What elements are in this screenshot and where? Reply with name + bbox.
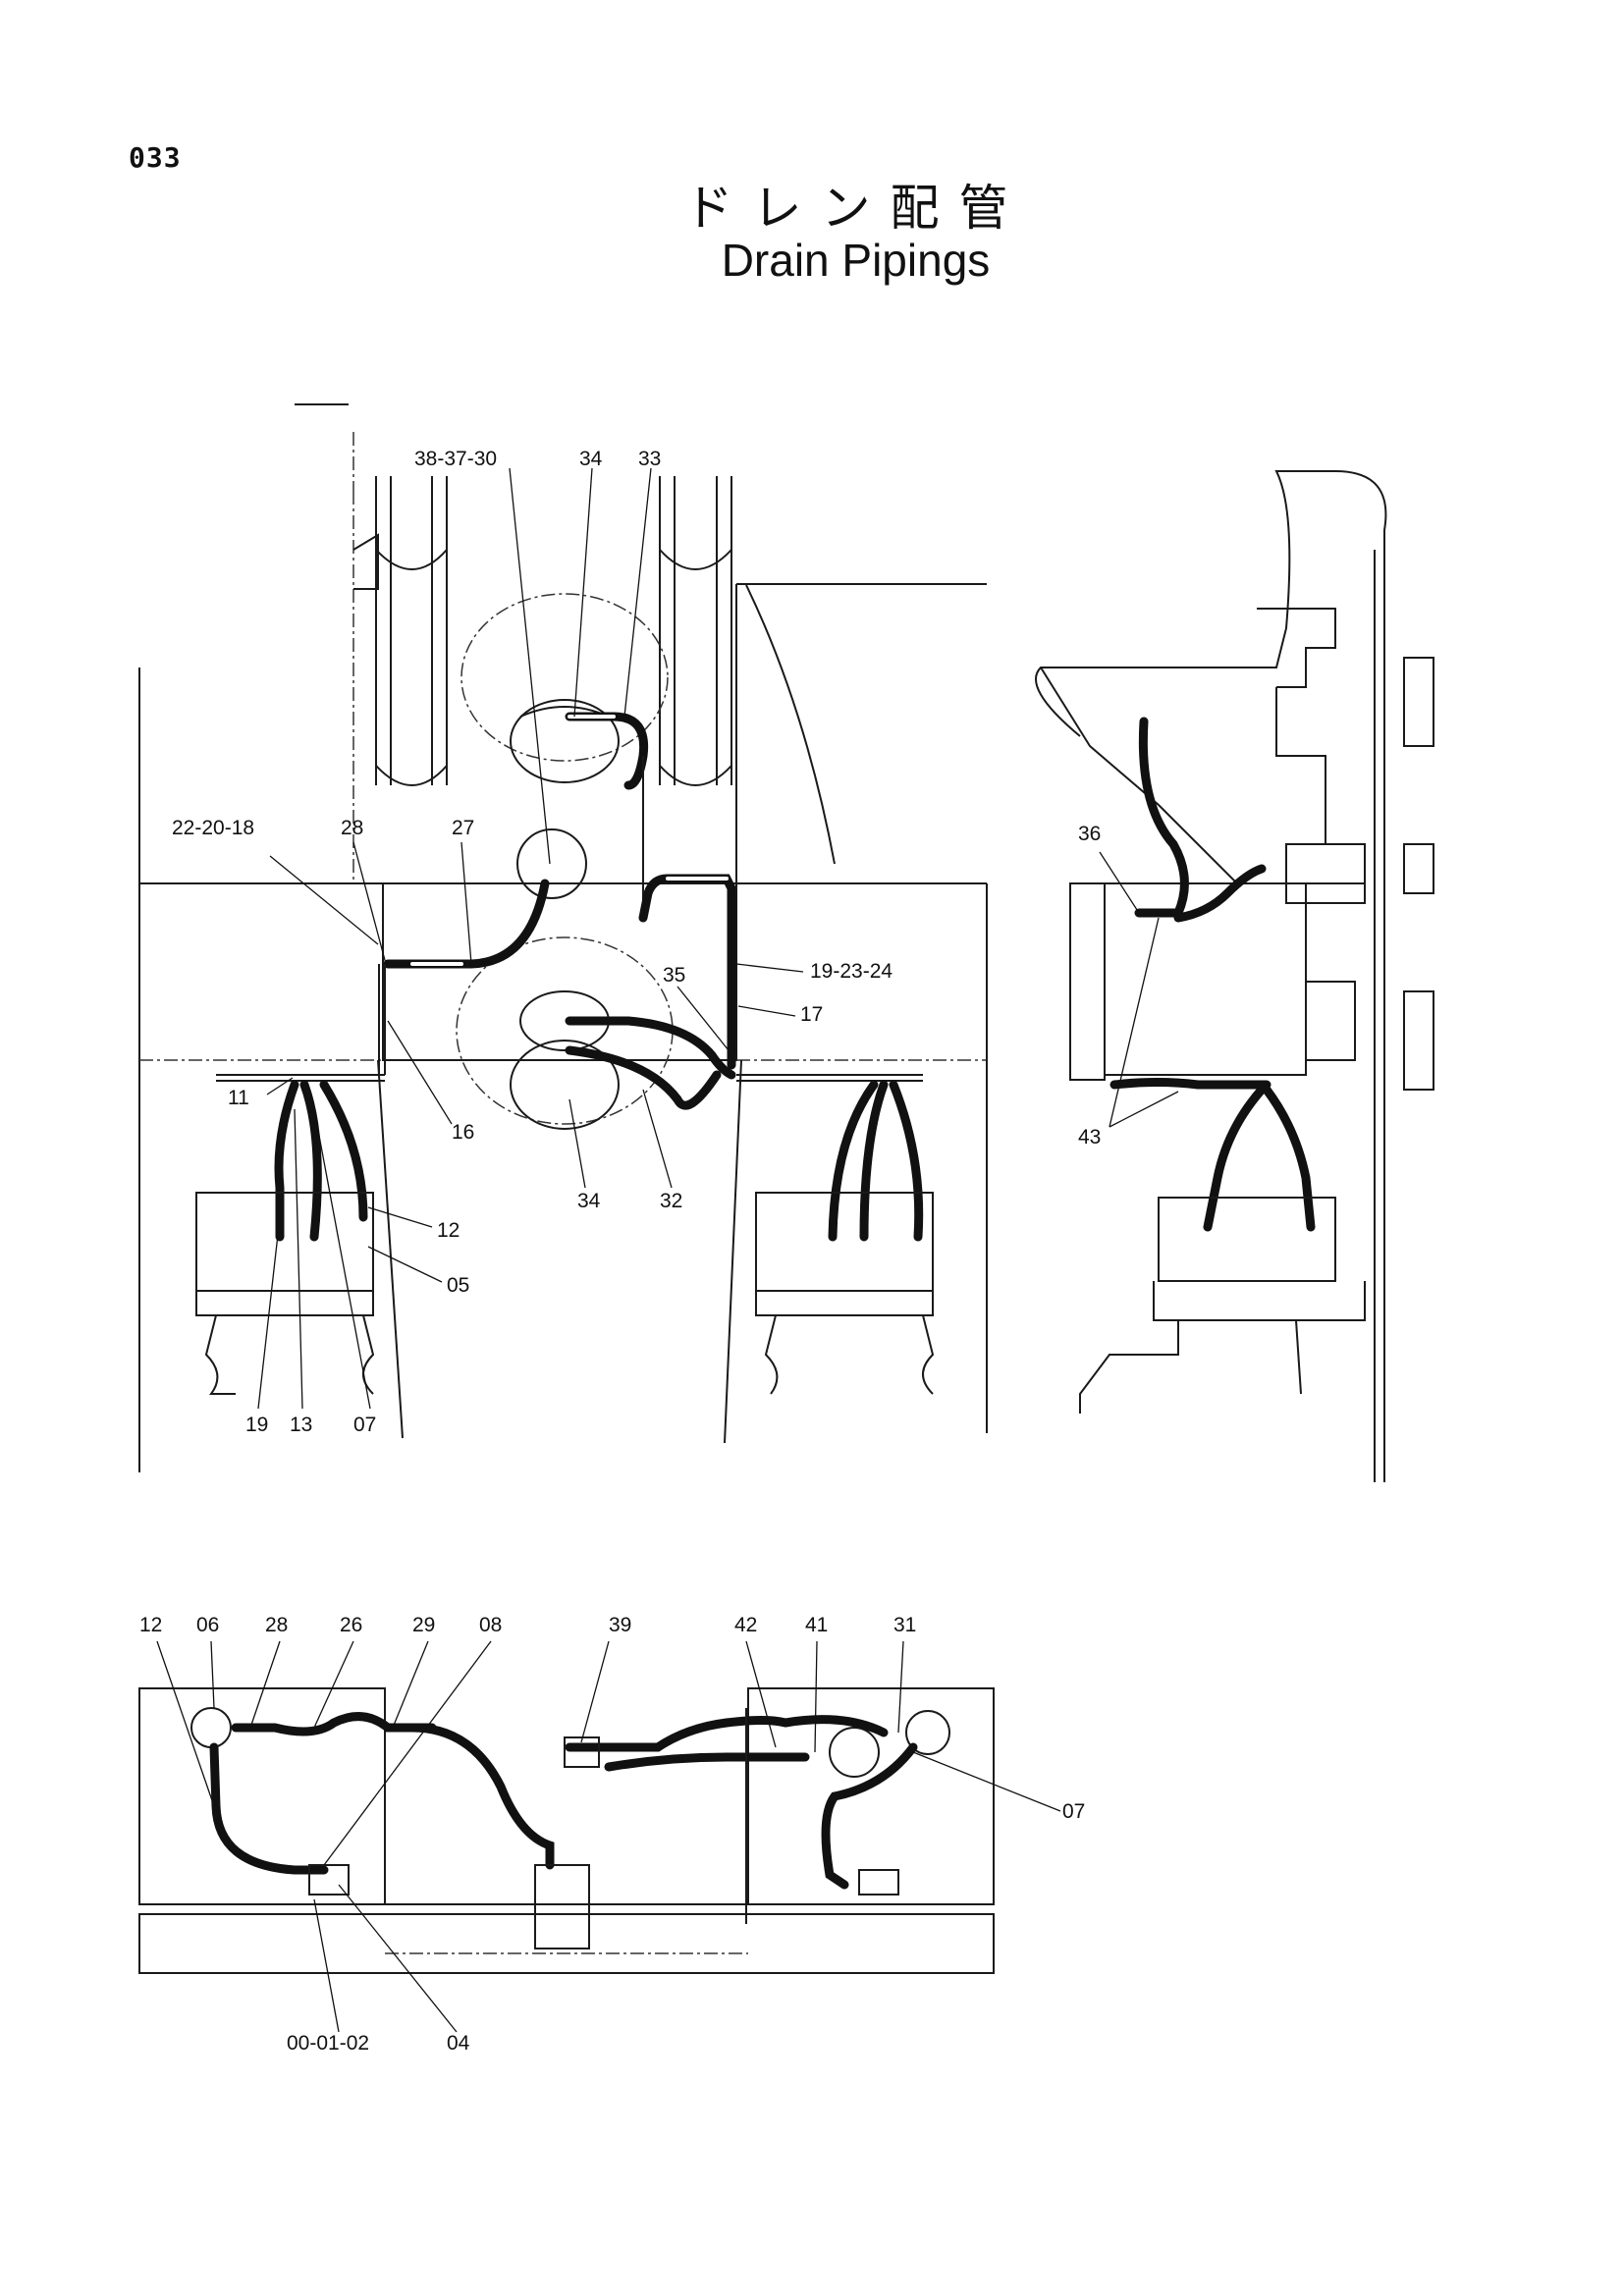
callout-31: 31 xyxy=(893,1614,916,1636)
callout-41: 41 xyxy=(805,1614,828,1636)
title-japanese: ドレン配管 xyxy=(683,180,1028,237)
callout-28-bottom: 28 xyxy=(265,1614,288,1636)
callout-27: 27 xyxy=(452,817,474,839)
callout-36: 36 xyxy=(1078,823,1101,845)
callout-04: 04 xyxy=(447,2032,470,2055)
side-view xyxy=(1035,470,1434,1482)
callout-07-top: 07 xyxy=(353,1414,376,1436)
callout-29: 29 xyxy=(412,1614,435,1636)
callout-00-01-02: 00-01-02 xyxy=(287,2032,369,2055)
top-view xyxy=(138,403,988,1472)
callout-labels: 38-37-30 34 33 22-20-18 28 27 19-23-24 3… xyxy=(139,448,1101,2055)
callout-38-37-30: 38-37-30 xyxy=(414,448,497,470)
callout-12-bottom: 12 xyxy=(139,1614,162,1636)
page-number: 033 xyxy=(129,141,182,174)
callout-05: 05 xyxy=(447,1274,469,1297)
callout-32: 32 xyxy=(660,1190,682,1212)
callout-07-bottom: 07 xyxy=(1062,1800,1085,1823)
callout-33: 33 xyxy=(638,448,661,470)
callout-19-23-24: 19-23-24 xyxy=(810,960,893,983)
callout-19: 19 xyxy=(245,1414,268,1436)
callout-22-20-18: 22-20-18 xyxy=(172,817,254,839)
bottom-view xyxy=(138,1640,1061,2033)
callout-17: 17 xyxy=(800,1003,823,1026)
callout-08: 08 xyxy=(479,1614,502,1636)
callout-11: 11 xyxy=(228,1087,249,1109)
callout-13: 13 xyxy=(290,1414,312,1436)
callout-34-lower: 34 xyxy=(577,1190,601,1212)
callout-12-top: 12 xyxy=(437,1219,460,1242)
callout-16: 16 xyxy=(452,1121,474,1144)
callout-06: 06 xyxy=(196,1614,219,1636)
callout-34-upper: 34 xyxy=(579,448,603,470)
callout-28: 28 xyxy=(341,817,363,839)
callout-42: 42 xyxy=(734,1614,757,1636)
callout-39: 39 xyxy=(609,1614,631,1636)
callout-26: 26 xyxy=(340,1614,362,1636)
callout-43: 43 xyxy=(1078,1126,1101,1148)
title-english: Drain Pipings xyxy=(721,235,991,286)
callout-35: 35 xyxy=(663,964,685,987)
